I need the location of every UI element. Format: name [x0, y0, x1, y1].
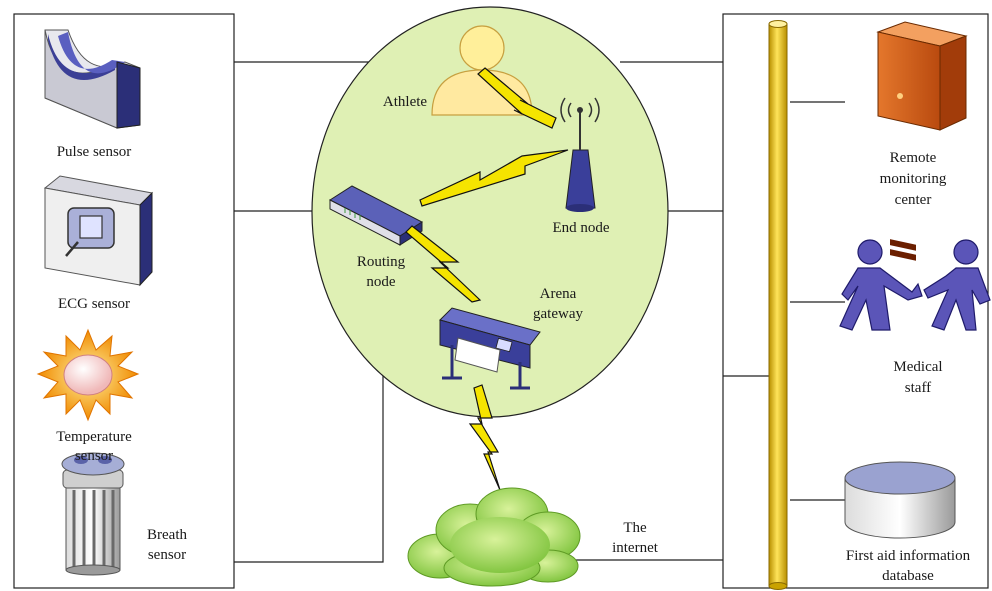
internet-label-line2: internet	[612, 540, 658, 556]
internet-label-line1: The	[623, 520, 647, 536]
breath-sensor-label-line2: sensor	[147, 547, 187, 563]
bolt-router-gateway	[405, 225, 482, 303]
pulse-sensor-label: Pulse sensor	[56, 144, 132, 160]
medical-staff-label-line2: staff	[904, 380, 932, 396]
connector-lines	[234, 61, 845, 563]
internet-cloud-icon	[407, 487, 581, 587]
breath-sensor-icon	[61, 452, 125, 576]
medical-staff-people-icon	[839, 239, 991, 331]
arena-gateway-device-icon	[439, 307, 541, 390]
remote-monitoring-label-line1: Remote	[889, 150, 937, 166]
routing-node-device-icon	[328, 185, 424, 246]
remote-monitoring-label-line3: center	[894, 192, 932, 208]
bolt-gateway-internet	[468, 384, 501, 491]
pulse-sensor-icon	[44, 29, 141, 129]
medical-staff-label-line1: Medical	[893, 359, 943, 375]
routing-node-label-line2: node	[366, 274, 396, 290]
athlete-person-icon	[431, 25, 533, 116]
end-node-label: End node	[552, 220, 610, 236]
sensor-panel	[13, 13, 235, 589]
ecg-sensor-label: ECG sensor	[57, 296, 131, 312]
breath-sensor-label-line1: Breath	[147, 527, 187, 543]
communication-bus	[768, 20, 788, 590]
temperature-sensor-label-line1: Temperature	[56, 429, 132, 445]
first-aid-database-label-line1: First aid information	[845, 548, 971, 564]
first-aid-database-label-line2: database	[882, 568, 934, 584]
bolt-athlete-endnode	[477, 67, 557, 129]
server-computer-icon	[876, 21, 968, 261]
athlete-label: Athlete	[382, 94, 428, 110]
routing-node-label-line1: Routing	[356, 254, 406, 270]
temperature-sensor-label-line2: sensor	[74, 448, 114, 464]
bolt-router-endnode	[419, 149, 569, 207]
end-node-antenna-icon	[560, 97, 600, 212]
wireless-link-bolts	[405, 67, 569, 491]
database-cylinder-icon	[844, 461, 956, 539]
temperature-sun-icon	[36, 328, 140, 422]
remote-monitoring-label-line2: monitoring	[879, 171, 947, 187]
arena-gateway-label-line1: Arena	[539, 286, 577, 302]
arena-gateway-label-line2: gateway	[533, 306, 583, 322]
ecg-sensor-icon	[43, 175, 154, 287]
